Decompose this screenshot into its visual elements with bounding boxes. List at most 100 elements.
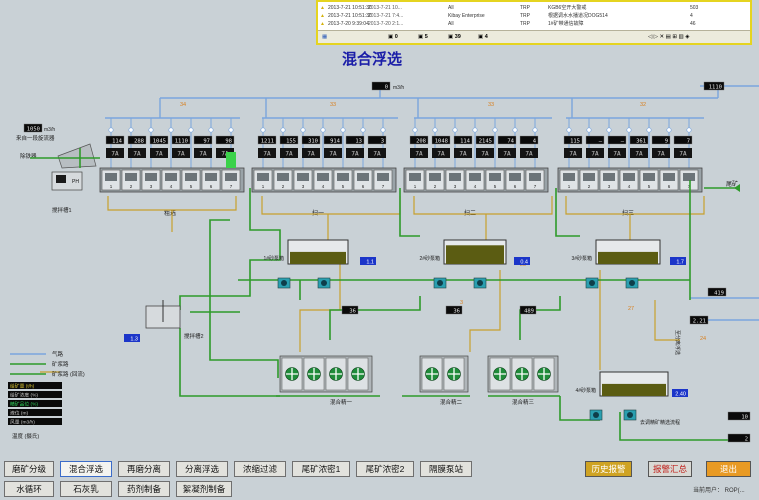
- alarm-cell: TRP: [520, 13, 530, 19]
- cell-number: 2: [588, 184, 591, 189]
- inflow-readout-value: 1050: [27, 126, 40, 132]
- cell-level-box: [346, 148, 364, 158]
- cell-number: 4: [170, 184, 173, 189]
- cell-level-glyph: 7A: [285, 151, 293, 158]
- nav-button-row2-2[interactable]: 药剂制备: [118, 481, 170, 497]
- nav-button-row1-1[interactable]: 混合浮选: [60, 461, 112, 477]
- cell-readout: [149, 135, 169, 145]
- ph-label: PH: [72, 179, 79, 185]
- cell-number: 3: [302, 184, 305, 189]
- cell-motor: [205, 173, 217, 181]
- cell-readout-value: —: [621, 138, 625, 144]
- nav-button-row2-0[interactable]: 水循环: [4, 481, 54, 497]
- cell-readout: [431, 135, 451, 145]
- air-flow-tag: 33: [330, 102, 336, 108]
- cell-readout-value: 9: [665, 138, 668, 144]
- air-pipeline: [105, 85, 759, 321]
- cell-motor: [377, 173, 389, 181]
- alarm-cell: TRP: [520, 5, 530, 11]
- cell-motor: [165, 173, 177, 181]
- bank-label: 扫三: [622, 209, 634, 217]
- cell-level-glyph: 7A: [481, 151, 489, 158]
- cell-motor: [257, 173, 269, 181]
- cell-number: 5: [190, 184, 193, 189]
- cell-readout-value: 114: [112, 138, 123, 144]
- right-bottom-a: [727, 411, 751, 421]
- cell-level-box: [498, 148, 516, 158]
- cell-readout: [607, 135, 627, 145]
- nav-button-row2-1[interactable]: 石灰乳: [60, 481, 112, 497]
- legend-swatch: [8, 409, 62, 416]
- cell-readout-value: 208: [416, 138, 426, 144]
- nav-button-row1-5[interactable]: 尾矿浓密1: [292, 461, 350, 477]
- right-top-readout: [703, 81, 725, 91]
- nav-button-row1-0[interactable]: 磨矿分级: [4, 461, 54, 477]
- exit-button[interactable]: 退出: [706, 461, 751, 477]
- history-alarm-button[interactable]: 历史报警: [585, 461, 632, 477]
- cell-level-glyph: 7A: [221, 151, 229, 158]
- agitator-1-label: 搅拌槽1: [52, 206, 72, 214]
- alarm-summary-button[interactable]: 报警汇总: [648, 461, 692, 477]
- alarm-cell: 2013-7-21 7:4...: [368, 13, 404, 19]
- right-lower-readout-value: 2.21: [693, 318, 706, 324]
- nav-button-row1-2[interactable]: 再磨分离: [118, 461, 170, 477]
- cell-readout-value: 74: [507, 138, 514, 144]
- agitator-2-level-value: 1.3: [130, 336, 138, 342]
- cell-readout: [215, 135, 235, 145]
- air-flow-tag: 3: [460, 300, 463, 306]
- iron-remover[interactable]: [57, 143, 97, 169]
- running-indicator: [226, 152, 236, 168]
- cell-level-glyph: 7A: [111, 151, 119, 158]
- cell-readout: [519, 135, 539, 145]
- cell-level-glyph: 7A: [373, 151, 381, 158]
- cell-motor: [643, 173, 655, 181]
- cell-number: 3: [150, 184, 153, 189]
- cell-number: 2: [130, 184, 133, 189]
- cell-readout: [453, 135, 473, 145]
- cell-readout: [651, 135, 671, 145]
- cell-number: 1: [262, 184, 265, 189]
- legend-swatch: [8, 382, 62, 389]
- right-mid-readout: [707, 287, 727, 297]
- cell-level-box: [106, 148, 124, 158]
- cell-motor: [509, 173, 521, 181]
- alarm-toolbar-icons[interactable]: ◁ ▷ ✕ ▤ ⊞ ▥ ◈: [648, 34, 690, 40]
- cell-level-glyph: 7A: [525, 151, 533, 158]
- nav-button-row2-3[interactable]: 絮凝剂制备: [176, 481, 232, 497]
- legend-label: 气路: [52, 350, 64, 358]
- to-next-label: 去调精矿精选流程: [640, 419, 680, 426]
- cell-motor: [623, 173, 635, 181]
- alarm-summary-icon[interactable]: ▦: [322, 34, 328, 40]
- cell-number: 6: [668, 184, 671, 189]
- cell-readout: [409, 135, 429, 145]
- bank-label: 粗选: [164, 209, 176, 217]
- cell-level-box: [674, 148, 692, 158]
- air-flow-tag: 34: [180, 102, 186, 108]
- nav-button-row1-6[interactable]: 尾矿浓密2: [356, 461, 414, 477]
- level-readout-value: 1.1: [366, 259, 374, 265]
- nav-button-row1-3[interactable]: 分离浮选: [176, 461, 228, 477]
- cell-readout: [323, 135, 343, 145]
- cell-number: 5: [342, 184, 345, 189]
- cell-motor: [529, 173, 541, 181]
- cell-number: 2: [434, 184, 437, 189]
- right-lower-readout: [689, 315, 709, 325]
- alarm-cell: 2013-7-20 9:39:04: [328, 21, 369, 27]
- cell-level-glyph: 7A: [329, 151, 337, 158]
- nav-button-row1-7[interactable]: 隔膜泵站: [420, 461, 472, 477]
- cell-readout-value: —: [599, 138, 603, 144]
- fresh-water-readout: [371, 81, 391, 91]
- cell-number: 3: [608, 184, 611, 189]
- cell-readout: [629, 135, 649, 145]
- cell-number: 5: [494, 184, 497, 189]
- nav-button-row1-4[interactable]: 浓缩过滤: [234, 461, 286, 477]
- cell-level-glyph: 7A: [591, 151, 599, 158]
- cell-readout-value: 1211: [261, 138, 274, 144]
- alarm-cell: TRP: [520, 21, 530, 27]
- sand-pump-level-fill: [290, 251, 346, 264]
- fresh-water-readout-value: 0: [385, 84, 388, 90]
- level-readout: [672, 389, 688, 397]
